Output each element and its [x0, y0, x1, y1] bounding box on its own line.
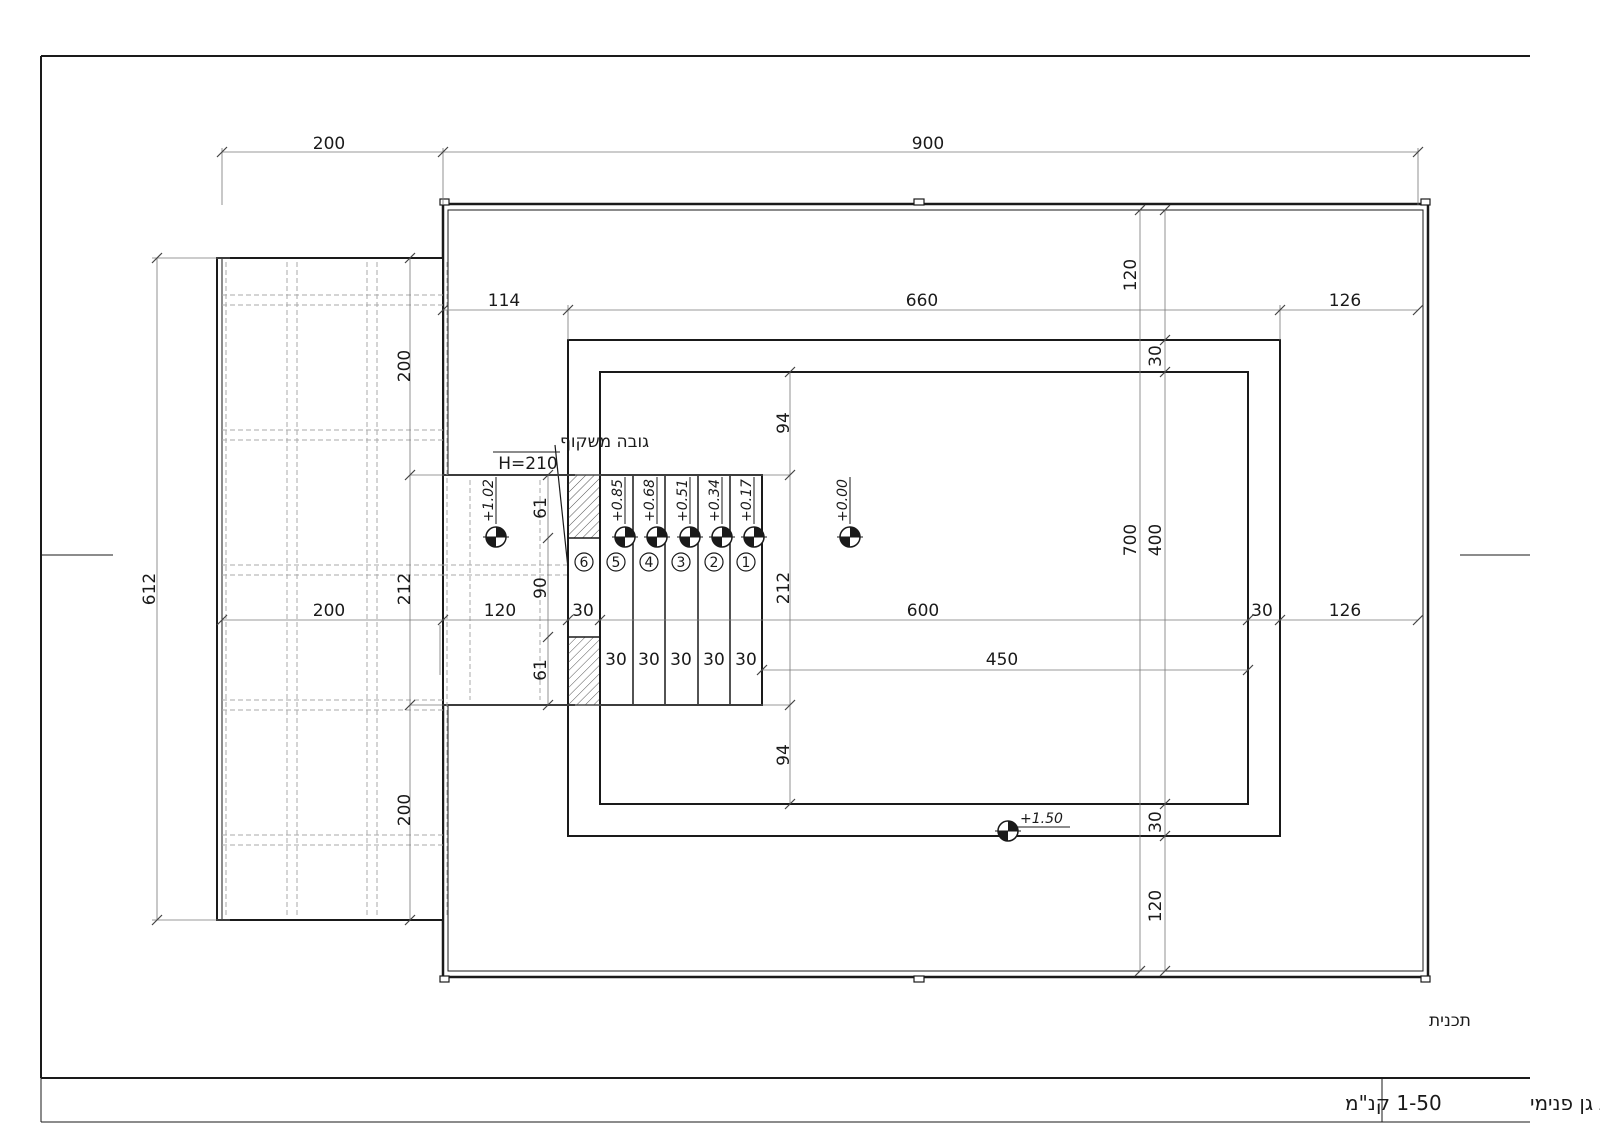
dim-inner-mid: 660 — [906, 291, 938, 311]
wall-opening — [441, 475, 451, 705]
level-marker-step5: +0.85 — [610, 477, 638, 548]
step-number-3: 3 — [671, 552, 691, 572]
level-text-pool: +0.00 — [835, 479, 851, 522]
dim-wall-61-top: 61 — [531, 497, 551, 519]
step-number-text: 1 — [742, 555, 751, 571]
dim-wall-61-bottom: 61 — [531, 659, 551, 681]
dim-v-120-top: 120 — [1121, 259, 1141, 291]
level-text-deck: +1.50 — [1020, 811, 1063, 827]
pool-steps — [554, 444, 763, 706]
level-marker-step3: +0.51 — [675, 477, 703, 548]
wall-stub-bottom — [567, 636, 601, 706]
title-block: 1-50 קנ"מ נית גן פנימי — [1345, 1091, 1600, 1115]
level-text-step4: +0.68 — [642, 479, 658, 522]
opening-edges — [441, 474, 575, 706]
step-number-text: 3 — [677, 555, 686, 571]
dim-left-upper-200: 200 — [395, 350, 415, 382]
dim-top-left-width: 200 — [313, 134, 345, 154]
view-label: תכנית — [1429, 1011, 1471, 1031]
sheet-frame — [40, 55, 1530, 1123]
dim-pool-600: 600 — [907, 601, 939, 621]
dim-v-400: 400 — [1146, 524, 1166, 556]
step-number-text: 2 — [710, 555, 719, 571]
dimension-labels: 200 900 114 660 126 200 120 30 600 30 12… — [140, 134, 1361, 922]
dim-inner-right: 126 — [1329, 291, 1361, 311]
step-number-5: 5 — [606, 552, 626, 572]
dim-right-30: 30 — [1251, 601, 1273, 621]
dim-upper-94: 94 — [774, 412, 794, 434]
dim-step-zone-30: 30 — [572, 601, 594, 621]
dim-door-90: 90 — [531, 577, 551, 599]
dim-corridor-120: 120 — [484, 601, 516, 621]
dimension-lines — [152, 148, 1419, 972]
level-marker-step1: +0.17 — [739, 477, 767, 548]
wall-stub-top — [567, 474, 601, 539]
step-number-2: 2 — [704, 552, 724, 572]
step-numbers: 6 5 4 3 2 1 — [574, 552, 756, 572]
steps-outline — [599, 474, 763, 706]
step-number-text: 4 — [645, 555, 654, 571]
dim-v-700: 700 — [1121, 524, 1141, 556]
dim-top-total-width: 900 — [912, 134, 944, 154]
dim-left-total-height: 612 — [140, 573, 160, 605]
level-marker-deck: +1.50 — [995, 811, 1070, 842]
dim-step-30-d: 30 — [703, 650, 725, 670]
level-text-step5: +0.85 — [610, 479, 626, 522]
window-note-label: גובה משקוף — [560, 432, 649, 452]
dim-lower-94: 94 — [774, 744, 794, 766]
step-number-text: 5 — [612, 555, 621, 571]
drawing-title: נית גן פנימי — [1530, 1091, 1600, 1115]
window-note-height: H=210 — [498, 454, 557, 474]
dim-step-30-b: 30 — [638, 650, 660, 670]
dimension-ticks — [151, 146, 1424, 977]
level-text-step1: +0.17 — [739, 479, 755, 522]
step-number-text: 6 — [580, 555, 589, 571]
dim-inner-left: 114 — [488, 291, 520, 311]
level-marker-pool: +0.00 — [835, 477, 863, 548]
step-number-4: 4 — [639, 552, 659, 572]
dim-step-30-e: 30 — [735, 650, 757, 670]
dim-left-200-h: 200 — [313, 601, 345, 621]
dim-v-30-top: 30 — [1146, 345, 1166, 367]
level-marker-step2: +0.34 — [707, 477, 735, 548]
level-marker-floor: +1.02 — [481, 477, 509, 548]
dim-right-126: 126 — [1329, 601, 1361, 621]
outer-wall — [439, 198, 1431, 983]
dim-left-lower-200: 200 — [395, 794, 415, 826]
dim-pool-450: 450 — [986, 650, 1018, 670]
dim-v-30-bottom: 30 — [1146, 811, 1166, 833]
left-annex — [216, 257, 444, 921]
level-markers: +1.02 +0.85 +0.68 +0.51 +0.34 +0.17 +0.00 +1.50 — [481, 477, 1070, 842]
pool-coping-outline — [567, 339, 1281, 837]
dim-mid-212: 212 — [774, 572, 794, 604]
dim-step-30-a: 30 — [605, 650, 627, 670]
tile-grid — [222, 262, 568, 916]
dim-left-mid-212: 212 — [395, 573, 415, 605]
window-note: גובה משקוף H=210 — [493, 432, 649, 474]
step-number-6: 6 — [574, 552, 594, 572]
step-number-1: 1 — [736, 552, 756, 572]
scale-text: 1-50 קנ"מ — [1345, 1091, 1442, 1115]
level-text-step3: +0.51 — [675, 479, 691, 522]
level-marker-step4: +0.68 — [642, 477, 670, 548]
dim-step-30-c: 30 — [670, 650, 692, 670]
level-text-floor: +1.02 — [481, 479, 497, 522]
dim-v-120-bottom: 120 — [1146, 890, 1166, 922]
level-text-step2: +0.34 — [707, 479, 723, 522]
